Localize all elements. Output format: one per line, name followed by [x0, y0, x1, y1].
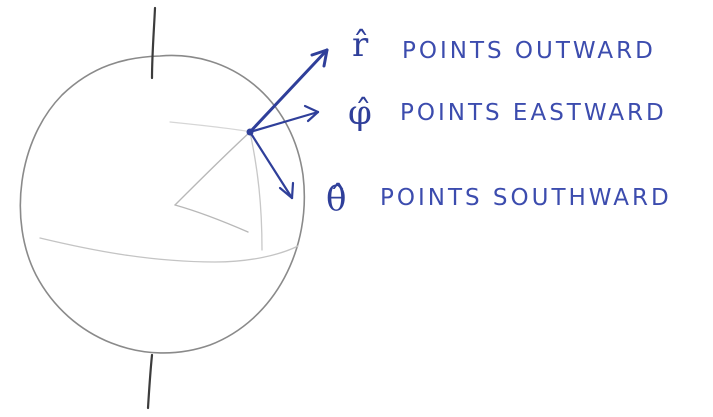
latitude-arc: [169, 121, 253, 133]
south-axis-line: [146, 353, 154, 410]
phi-hat-caption: POINTS EASTWARD: [400, 100, 667, 126]
phi-hat-arrow: [248, 104, 320, 134]
meridian-line: [249, 131, 263, 251]
north-axis-line: [150, 6, 157, 80]
sphere-outline: [19, 54, 305, 354]
theta-hat-symbol: θ̂: [326, 179, 346, 219]
r-hat-arrow: [248, 48, 329, 134]
equator-line: [39, 237, 299, 263]
projection-line: [174, 204, 249, 233]
theta-hat-caption: POINTS SOUTHWARD: [380, 185, 672, 211]
radius-line: [174, 131, 251, 206]
r-hat-symbol: r̂: [352, 25, 369, 65]
phi-hat-symbol: φ̂: [348, 93, 372, 133]
theta-hat-arrow: [248, 130, 295, 200]
r-hat-caption: POINTS OUTWARD: [402, 38, 656, 64]
